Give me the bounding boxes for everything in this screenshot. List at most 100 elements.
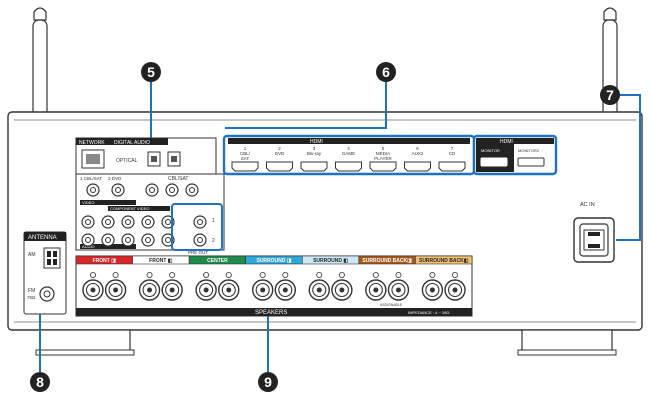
foot-right bbox=[521, 329, 613, 353]
digital-audio-label: DIGITAL AUDIO bbox=[114, 140, 150, 146]
hdmi-in-port-1[interactable] bbox=[231, 161, 259, 172]
speaker-terminal-2-minus[interactable] bbox=[161, 271, 183, 301]
speaker-terminal-6-plus[interactable] bbox=[365, 271, 387, 301]
hdmi-in-7-name: CD bbox=[449, 151, 456, 156]
speaker-terminal-7-plus[interactable] bbox=[421, 271, 444, 301]
speakers-block bbox=[75, 255, 473, 317]
antenna-label: ANTENNA bbox=[28, 235, 57, 241]
hdmi-in-5-number: 5 bbox=[382, 146, 385, 151]
speaker-terminal-3-minus[interactable] bbox=[218, 271, 240, 301]
speaker-terminal-7-minus[interactable] bbox=[444, 271, 466, 301]
hdmi-in-port-2[interactable] bbox=[266, 161, 293, 172]
subwoofer-2-jack[interactable] bbox=[193, 233, 207, 247]
component-cbl-label: CBL/SAT bbox=[168, 176, 188, 182]
hdmi-in-3-number: 3 bbox=[313, 146, 316, 151]
component-pb-jack[interactable] bbox=[165, 183, 179, 197]
speaker-group-label-5: SURROUND ◧ bbox=[313, 258, 348, 264]
component-y-jack[interactable] bbox=[145, 183, 159, 197]
audio-jack-bottom-4[interactable] bbox=[141, 233, 155, 247]
hdmi-monitor1-port[interactable] bbox=[480, 157, 508, 167]
hdmi-monitor1-label: MONITOR bbox=[481, 148, 500, 153]
audio-jack-top-1[interactable] bbox=[81, 215, 95, 229]
speaker-terminal-5-plus[interactable] bbox=[308, 271, 330, 301]
antenna-block bbox=[23, 231, 67, 315]
hdmi-out-label: HDMI bbox=[500, 139, 513, 145]
hdmi-in-2-number: 2 bbox=[278, 146, 281, 151]
speaker-group-label-4: SURROUND ◨ bbox=[256, 258, 291, 264]
component-label: COMPONENT VIDEO bbox=[110, 206, 150, 211]
fm-ohm-label: 75Ω bbox=[27, 295, 36, 300]
audio-jack-top-3[interactable] bbox=[121, 215, 135, 229]
hdmi-in-1-number: 1 bbox=[244, 146, 247, 151]
impedance-label: IMPEDANCE : 4 ~ 16Ω bbox=[408, 310, 449, 315]
speaker-terminal-4-minus[interactable] bbox=[274, 271, 297, 301]
audio-jack-bottom-1[interactable] bbox=[81, 233, 95, 247]
callout-lines bbox=[39, 82, 641, 372]
audio-jack-top-2[interactable] bbox=[101, 215, 115, 229]
hdmi-in-7-number: 7 bbox=[451, 146, 454, 151]
hdmi-in-port-7[interactable] bbox=[438, 161, 466, 172]
callout-7-number: 7 bbox=[606, 87, 614, 103]
hdmi-in-port-5[interactable] bbox=[369, 161, 397, 172]
speaker-group-header-7 bbox=[415, 255, 473, 265]
speaker-terminal-6-minus[interactable] bbox=[387, 271, 410, 301]
hdmi-in-port-4[interactable] bbox=[335, 161, 362, 172]
subwoofer-2-label: 2 bbox=[212, 238, 215, 244]
hdmi-in-4-name: GAME bbox=[342, 151, 355, 156]
audio-jack-bottom-3[interactable] bbox=[121, 233, 135, 247]
speaker-terminal-3-plus[interactable] bbox=[195, 271, 217, 301]
component-pr-jack[interactable] bbox=[185, 183, 199, 197]
hdmi-in-port-6[interactable] bbox=[404, 161, 431, 172]
speakers-label: SPEAKERS bbox=[255, 310, 287, 316]
callout-5: 5 bbox=[141, 62, 161, 82]
network-label: NETWORK bbox=[79, 140, 105, 146]
callout-8-number: 8 bbox=[36, 374, 44, 390]
hdmi-in-1-name: CBL/ bbox=[240, 151, 251, 156]
am-label: AM bbox=[28, 252, 36, 258]
speaker-group-label-6: SURROUND BACK◨ bbox=[362, 258, 412, 264]
audio-jack-bottom-2[interactable] bbox=[101, 233, 115, 247]
hdmi-in-port-3[interactable] bbox=[300, 161, 328, 172]
hdmi-in-3-name: Blu-ray bbox=[307, 151, 322, 156]
callout-9-number: 9 bbox=[264, 374, 272, 390]
speaker-group-label-1: FRONT ◨ bbox=[93, 258, 117, 264]
callout-5-number: 5 bbox=[147, 64, 155, 80]
callout-9: 9 bbox=[258, 372, 278, 392]
optical-label: OPTICAL bbox=[116, 158, 138, 164]
audio-jack-top-4[interactable] bbox=[141, 215, 155, 229]
video-cbl-label: 1 CBL/SAT bbox=[80, 176, 102, 181]
callout-8: 8 bbox=[30, 372, 50, 392]
am-terminal[interactable] bbox=[43, 247, 61, 269]
speakers-assignable-label: ASSIGNABLE bbox=[380, 303, 403, 307]
hdmi-monitor2-port[interactable] bbox=[517, 157, 545, 167]
hdmi-in-1-name2: SAT bbox=[241, 156, 250, 161]
ac-in-label: AC IN bbox=[580, 202, 595, 208]
hdmi-in-5-name: MEDIA bbox=[376, 151, 390, 156]
subwoofer-1-jack[interactable] bbox=[193, 215, 207, 229]
speaker-group-label-7: SURROUND BACK◧ bbox=[419, 258, 469, 264]
speaker-terminal-1-minus[interactable] bbox=[104, 271, 127, 301]
fm-label: FM bbox=[28, 288, 35, 294]
callout-6: 6 bbox=[376, 62, 396, 82]
hdmi-in-4-number: 4 bbox=[347, 146, 350, 151]
speaker-terminal-5-minus[interactable] bbox=[331, 271, 353, 301]
pre-out-label: PRE OUT bbox=[188, 250, 208, 255]
hdmi-in-6-name: AUX2 bbox=[412, 151, 424, 156]
video-dvd-label: 2 DVD bbox=[108, 176, 122, 181]
video-label: VIDEO bbox=[82, 200, 94, 205]
hdmi-in-6-number: 6 bbox=[416, 146, 419, 151]
speaker-group-label-2: FRONT ◧ bbox=[149, 258, 173, 264]
video-jack-2[interactable] bbox=[111, 183, 125, 197]
pre-out-block bbox=[171, 203, 223, 251]
speaker-terminal-1-plus[interactable] bbox=[82, 271, 104, 301]
speaker-group-label-3: CENTER bbox=[207, 258, 228, 264]
callout-7: 7 bbox=[600, 85, 620, 105]
speaker-terminal-2-plus[interactable] bbox=[138, 271, 161, 301]
foot-left bbox=[39, 329, 131, 353]
hdmi-monitor2-label: MONITOR2 bbox=[518, 148, 540, 153]
subwoofer-1-label: 1 bbox=[212, 218, 215, 224]
speaker-terminal-4-plus[interactable] bbox=[251, 271, 274, 301]
video-jack-1[interactable] bbox=[86, 183, 100, 197]
hdmi-in-5-name2: PLAYER bbox=[374, 156, 392, 161]
